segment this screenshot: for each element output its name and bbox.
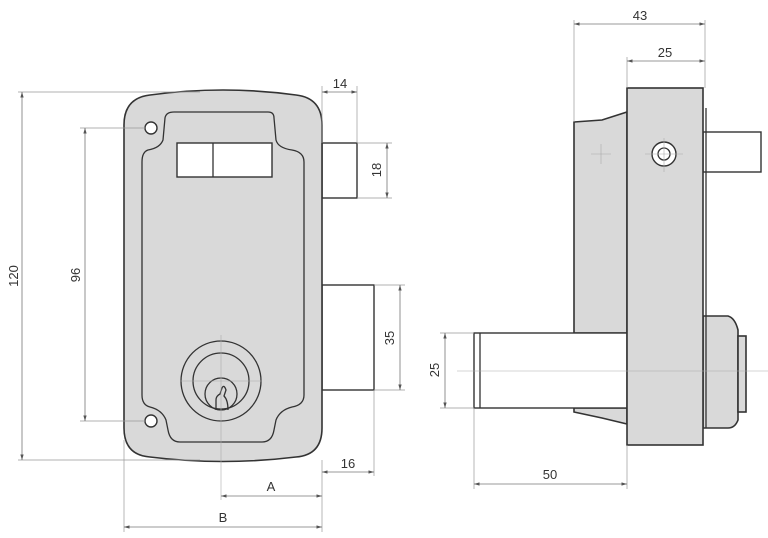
side-dimensions: 43 25 25 50 <box>427 8 706 489</box>
screw-hole-top <box>144 121 158 135</box>
mounting-plate-lower <box>573 407 628 426</box>
dim-backset-a: A <box>267 479 276 494</box>
lock-case <box>123 89 323 463</box>
front-dimensions: 120 96 14 18 35 16 A B <box>6 76 405 532</box>
dim-cylinder-length: 50 <box>543 467 557 482</box>
deadbolt <box>321 142 358 199</box>
dim-deadbolt-height: 18 <box>369 163 384 177</box>
cylinder-cap <box>702 315 739 429</box>
key-slot <box>215 385 229 411</box>
latch-bolt <box>321 284 375 391</box>
dim-width-b: B <box>219 510 228 525</box>
indicator-window <box>176 142 273 178</box>
cylinder-cap-end <box>737 335 747 413</box>
screw-hole-bottom <box>144 414 158 428</box>
dim-cylinder-diameter: 25 <box>427 363 442 377</box>
dim-deadbolt-projection: 14 <box>333 76 347 91</box>
dim-case-depth: 25 <box>658 45 672 60</box>
side-view <box>457 87 768 446</box>
dim-hole-spacing: 96 <box>68 268 83 282</box>
side-deadbolt <box>702 131 762 173</box>
case-inner-outline <box>141 111 305 443</box>
front-view <box>123 89 375 500</box>
cylinder-body <box>473 332 628 409</box>
dim-latch-projection: 16 <box>341 456 355 471</box>
mounting-plate <box>573 110 628 334</box>
dim-latch-height: 35 <box>382 331 397 345</box>
dim-total-depth: 43 <box>633 8 647 23</box>
dim-height: 120 <box>6 265 21 287</box>
